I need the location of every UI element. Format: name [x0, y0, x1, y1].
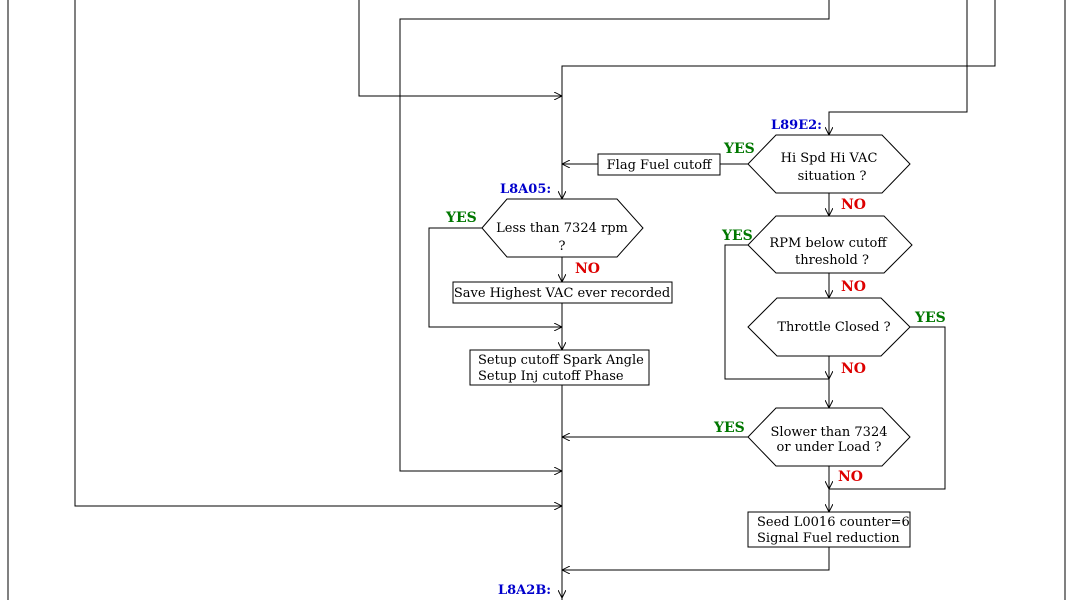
decision-text: Less than 7324 rpm — [496, 221, 628, 236]
decision-text: Hi Spd Hi VAC — [781, 151, 878, 166]
address-label-l89e2: L89E2: — [771, 118, 822, 133]
process-seed-l0016-counter: Seed L0016 counter=6 Signal Fuel reducti… — [747, 511, 911, 548]
yes-label: YES — [723, 141, 755, 157]
no-label: NO — [841, 279, 866, 295]
process-setup-cutoff-spark: Setup cutoff Spark Angle Setup Inj cutof… — [469, 349, 650, 386]
address-label-l8a2b: L8A2B: — [498, 583, 551, 598]
no-label: NO — [841, 361, 866, 377]
no-label: NO — [575, 261, 600, 277]
process-text: Seed L0016 counter=6 — [757, 515, 910, 530]
decision-text: ? — [559, 239, 566, 254]
decision-text: situation ? — [798, 169, 867, 184]
decision-hi-spd-hi-vac: Hi Spd Hi VAC situation ? — [747, 134, 911, 194]
no-label: NO — [838, 469, 863, 485]
process-flag-fuel-cutoff: Flag Fuel cutoff — [597, 153, 721, 176]
decision-rpm-below-cutoff: RPM below cutoff threshold ? — [747, 215, 913, 274]
process-text: Signal Fuel reduction — [757, 531, 900, 546]
decision-text: Throttle Closed ? — [777, 320, 890, 335]
process-save-highest-vac: Save Highest VAC ever recorded — [452, 281, 673, 304]
process-text: Setup cutoff Spark Angle — [478, 353, 644, 368]
decision-throttle-closed: Throttle Closed ? — [747, 297, 911, 357]
decision-text: RPM below cutoff — [769, 236, 888, 251]
process-text: Flag Fuel cutoff — [607, 158, 713, 173]
decision-slower-than-7324: Slower than 7324 or under Load ? — [747, 407, 911, 467]
frame-lines — [7, 0, 1066, 600]
process-text: Save Highest VAC ever recorded — [454, 286, 670, 301]
address-label-l8a05: L8A05: — [500, 182, 551, 197]
no-label: NO — [841, 197, 866, 213]
yes-label: YES — [914, 310, 946, 326]
connector-lines — [74, 0, 996, 600]
decision-text: or under Load ? — [777, 440, 882, 455]
yes-label: YES — [445, 210, 477, 226]
decision-less-than-7324-rpm: Less than 7324 rpm ? — [481, 198, 644, 258]
yes-label: YES — [713, 420, 745, 436]
decision-text: threshold ? — [795, 253, 869, 268]
branch-labels: YES NO YES NO YES NO YES NO YES NO — [445, 141, 946, 485]
process-text: Setup Inj cutoff Phase — [478, 369, 624, 384]
decision-text: Slower than 7324 — [771, 425, 888, 440]
yes-label: YES — [721, 228, 753, 244]
address-labels: L89E2: L8A05: L8A2B: — [498, 118, 822, 598]
